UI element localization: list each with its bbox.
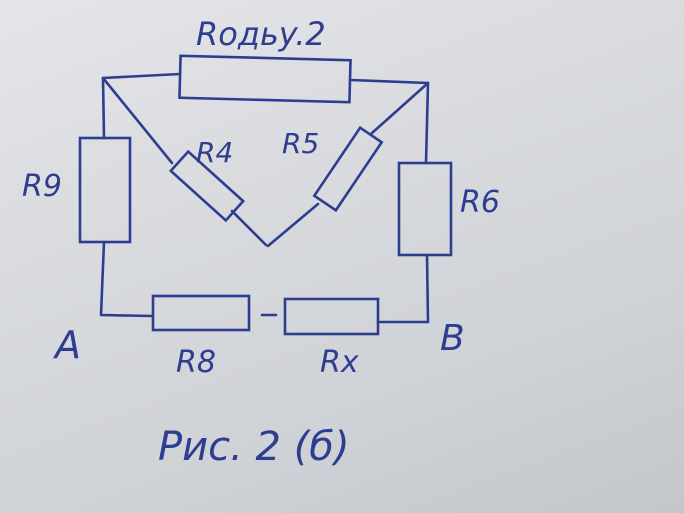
wire-r4-bottom xyxy=(230,209,268,247)
wire-right-lower xyxy=(376,253,430,324)
node-label-b: B xyxy=(440,318,465,359)
resistor-r8 xyxy=(151,294,251,332)
wire-r4-top xyxy=(101,76,174,165)
node-label-a: A xyxy=(52,323,81,367)
label-r6: R6 xyxy=(460,185,500,220)
wire-top-left xyxy=(101,72,182,80)
wire-right-upper xyxy=(424,81,430,165)
label-r9: R9 xyxy=(22,169,62,204)
wire-r5-top xyxy=(370,81,430,135)
resistor-r4 xyxy=(168,149,246,223)
label-top: Rодьy.2 xyxy=(196,15,326,53)
figure-caption: Рис. 2 (б) xyxy=(158,424,350,470)
wire-left-upper xyxy=(101,76,106,140)
resistor-r5 xyxy=(312,125,384,213)
resistor-r6 xyxy=(397,161,453,257)
label-rx: Rx xyxy=(320,345,359,380)
wire-left-lower xyxy=(99,240,155,318)
wire-r5-bottom xyxy=(266,202,320,248)
wire-top-right xyxy=(348,78,430,85)
label-r8: R8 xyxy=(176,345,216,380)
resistor-r9 xyxy=(78,136,132,244)
label-r5: R5 xyxy=(282,127,319,160)
resistor-top xyxy=(178,54,352,104)
resistor-rx xyxy=(283,297,380,336)
label-r4: R4 xyxy=(196,136,233,169)
